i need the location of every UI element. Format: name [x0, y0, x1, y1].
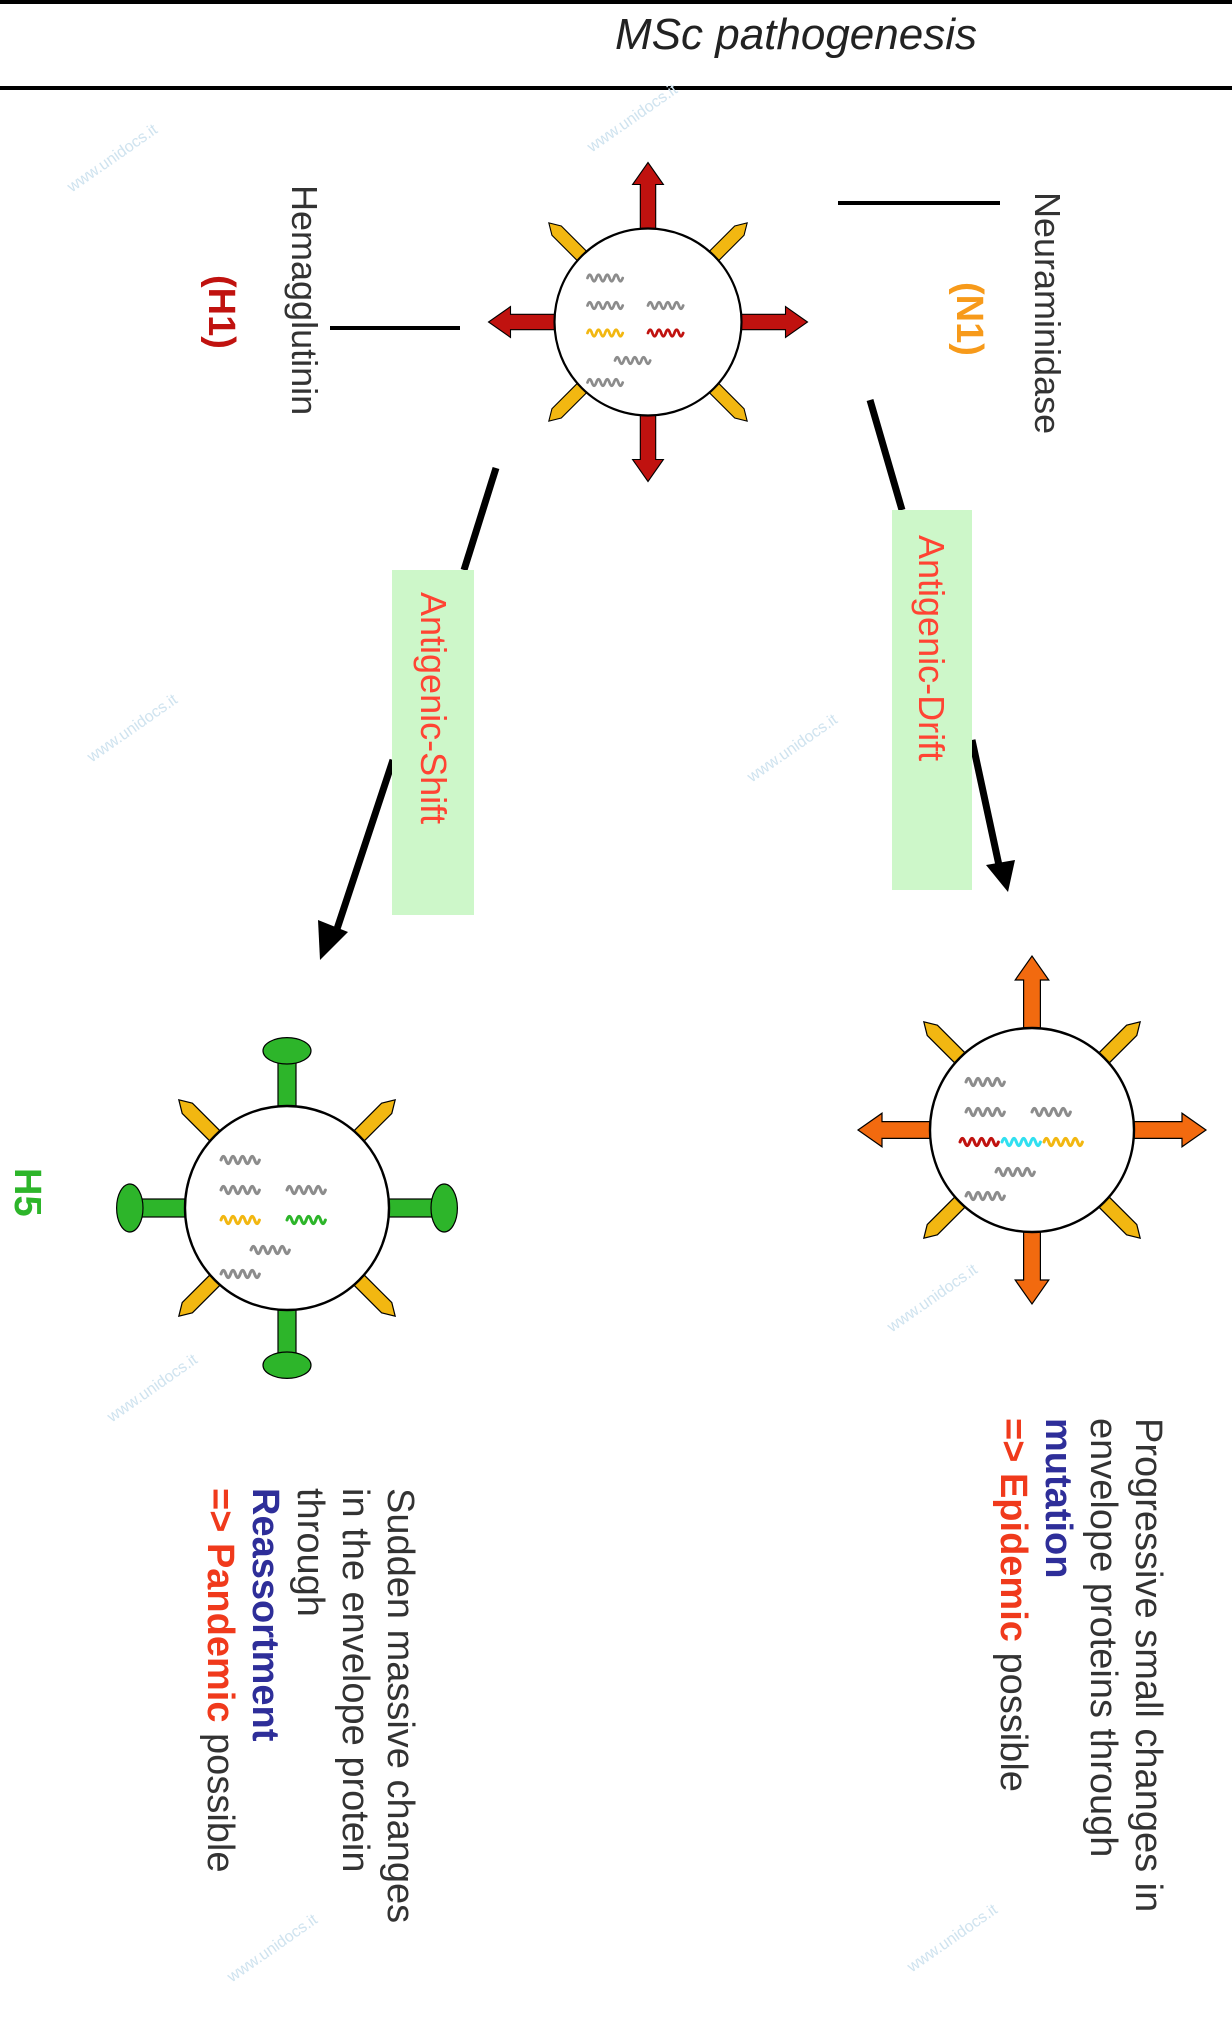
- hemagglutinin-label: Hemagglutinin: [284, 185, 325, 416]
- epidemic-possible: possible: [992, 1652, 1034, 1792]
- mutation-term: mutation: [1037, 1418, 1079, 1579]
- page-title: MSc pathogenesis: [615, 10, 977, 59]
- antigenic-shift-box: Antigenic-Shift: [392, 570, 474, 915]
- shift-description-line-3: through: [289, 1488, 331, 1617]
- drift-arrow: [866, 399, 1015, 892]
- antigenic-drift-box: Antigenic-Drift: [892, 510, 972, 890]
- influenza-virus-h5-icon: [115, 1036, 458, 1380]
- reassortment-term: Reassortment: [244, 1488, 286, 1742]
- antigenic-shift-label: Antigenic-Shift: [413, 592, 454, 825]
- shift-description-line-2: in the envelope protein: [334, 1488, 376, 1873]
- pandemic-possible: possible: [199, 1733, 241, 1873]
- h1-label: (H1): [200, 275, 242, 349]
- drift-description-line-2: envelope proteins through: [1082, 1418, 1124, 1858]
- antigenic-drift-label: Antigenic-Drift: [911, 535, 952, 762]
- drift-description-line-1: Progressive small changes in: [1127, 1418, 1169, 1913]
- epidemic-term: Epidemic: [992, 1472, 1034, 1642]
- header-rule-bottom: [0, 86, 1232, 90]
- shift-arrow: [318, 466, 500, 960]
- shift-description-line-1: Sudden massive changes: [379, 1488, 421, 1924]
- influenza-virus-h1n1-icon: [487, 161, 809, 483]
- shift-description: Sudden massive changes in the envelope p…: [197, 1488, 422, 1923]
- drift-arrow-symbol: =>: [992, 1418, 1034, 1463]
- pandemic-term: Pandemic: [199, 1542, 241, 1723]
- h5-label: H5: [6, 1168, 48, 1217]
- shift-arrow-symbol: =>: [199, 1488, 241, 1533]
- header-rule-top: [0, 0, 1232, 4]
- n1-label: (N1): [948, 282, 990, 356]
- neuraminidase-label: Neuraminidase: [1027, 192, 1068, 435]
- drift-description: Progressive small changes in envelope pr…: [990, 1418, 1170, 1912]
- influenza-virus-drifted-icon: [857, 955, 1207, 1305]
